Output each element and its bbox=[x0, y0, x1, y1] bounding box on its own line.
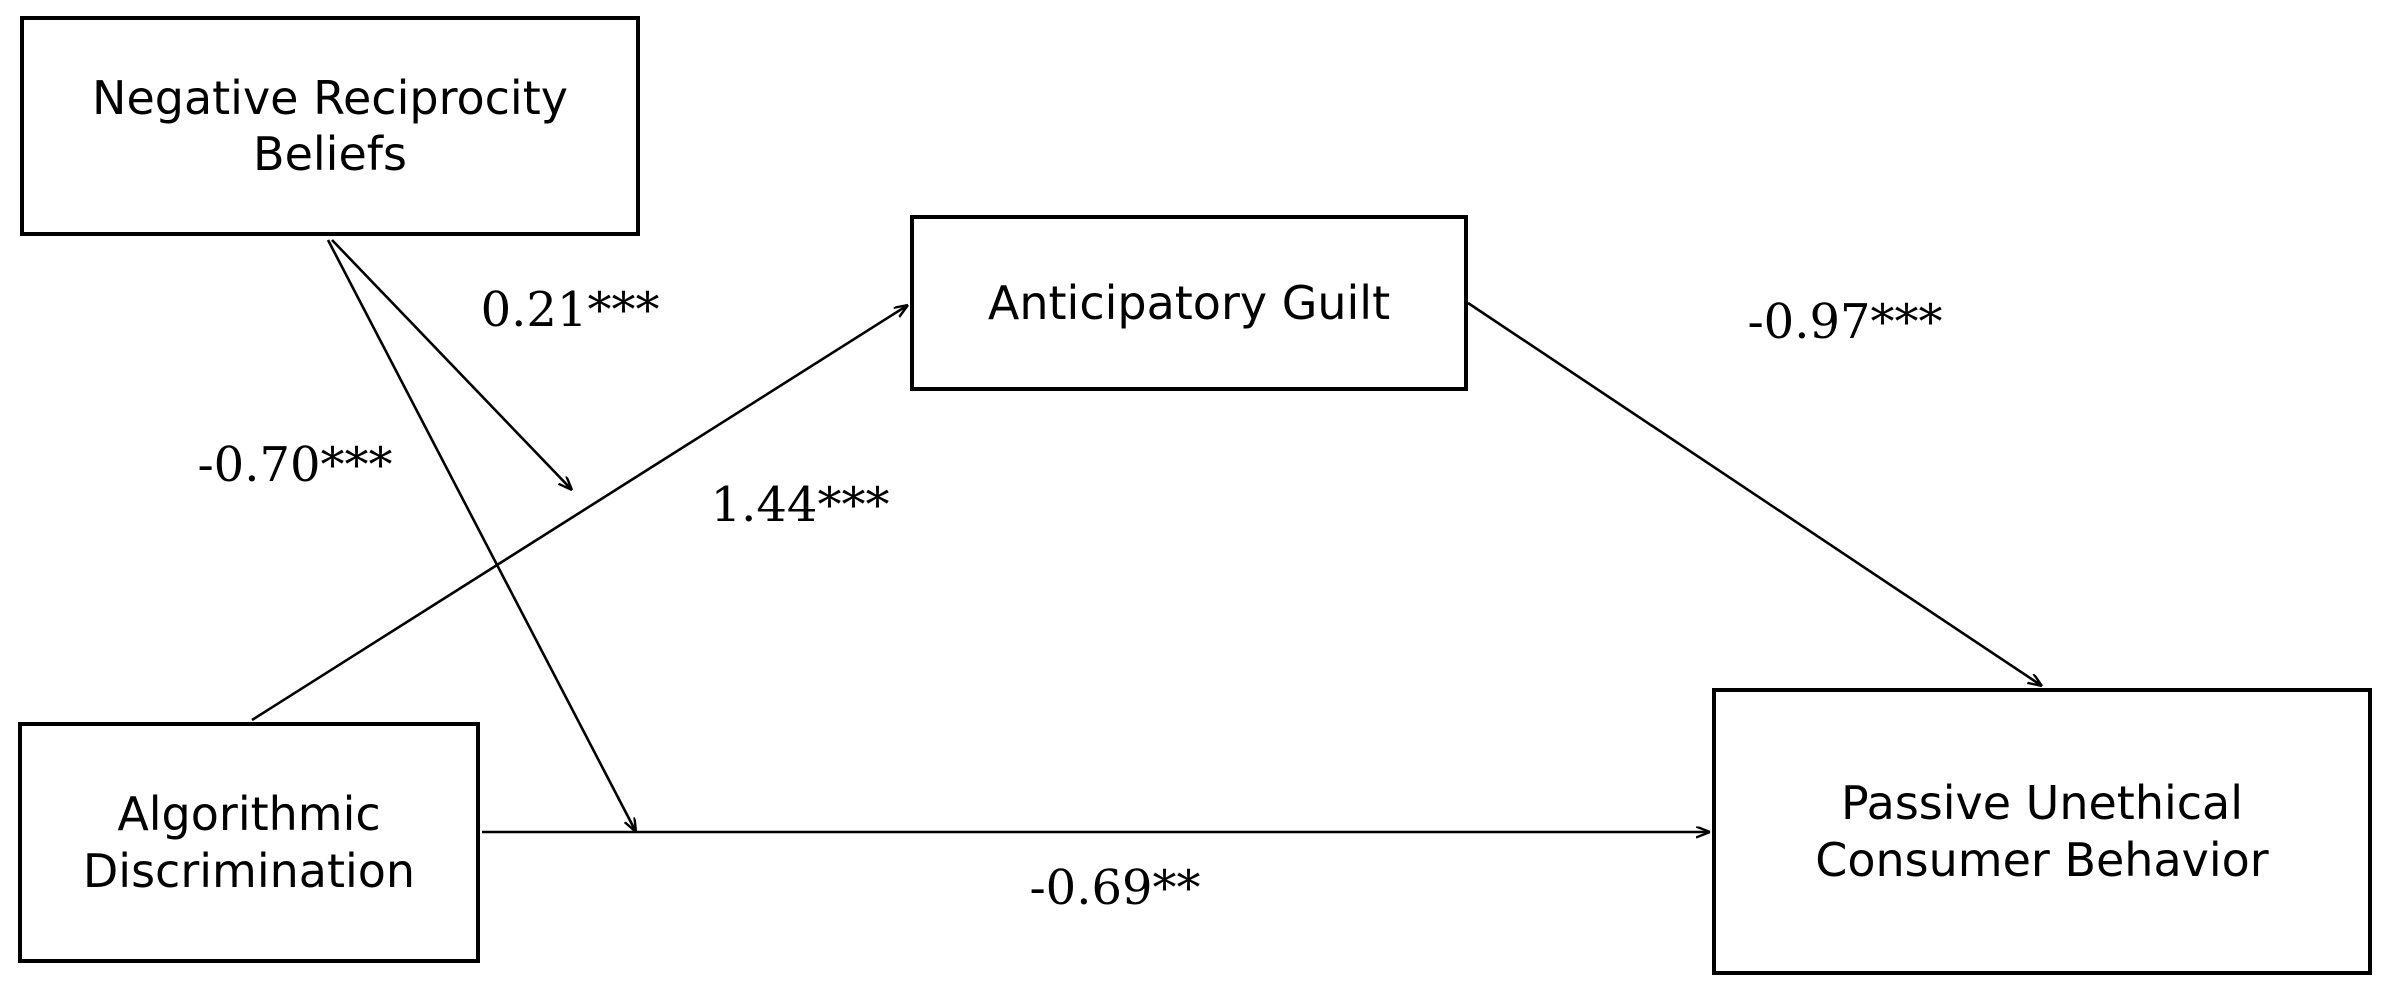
node-algorithmic-discrimination[interactable]: Algorithmic Discrimination bbox=[18, 722, 480, 963]
edge-coefficient-discrimination-to-passive-behavior: -0.69** bbox=[1029, 860, 1201, 916]
node-negative-reciprocity-beliefs[interactable]: Negative Reciprocity Beliefs bbox=[20, 16, 640, 236]
edge-coefficient-nrb-to-passive-behavior: -0.70*** bbox=[197, 437, 393, 493]
node-passive-unethical-consumer-behavior[interactable]: Passive Unethical Consumer Behavior bbox=[1712, 688, 2372, 975]
edge-line bbox=[326, 239, 636, 832]
edge-line bbox=[251, 305, 908, 722]
edge-coefficient-nrb-to-guilt: 0.21*** bbox=[480, 282, 660, 338]
edge-coefficient-discrimination-to-guilt: 1.44*** bbox=[710, 477, 890, 533]
edge-line bbox=[331, 239, 572, 490]
node-label: Negative Reciprocity Beliefs bbox=[92, 70, 568, 181]
node-label: Anticipatory Guilt bbox=[987, 275, 1391, 330]
edge-coefficient-guilt-to-passive-behavior: -0.97*** bbox=[1747, 294, 1943, 350]
node-label: Passive Unethical Consumer Behavior bbox=[1815, 776, 2269, 887]
node-anticipatory-guilt[interactable]: Anticipatory Guilt bbox=[910, 215, 1468, 391]
edge-line bbox=[1467, 301, 2042, 686]
node-label: Algorithmic Discrimination bbox=[82, 787, 416, 898]
